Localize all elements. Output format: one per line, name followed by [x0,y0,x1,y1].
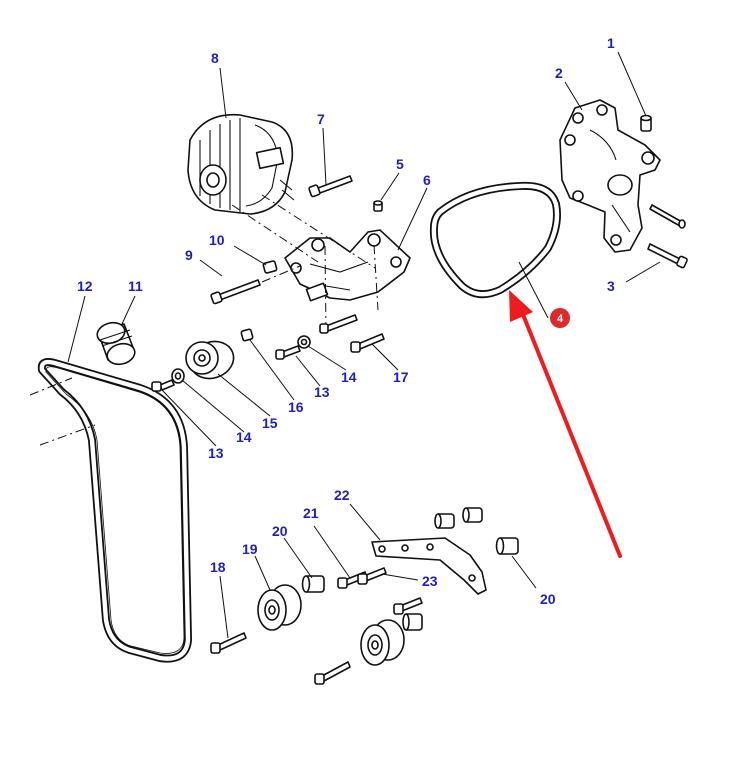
idler-bracket-22 [371,537,487,595]
bushing-20-left [301,575,325,593]
bolt-lower-right [393,597,423,615]
bolt-1 [640,114,652,132]
bushing-top-1 [434,513,455,529]
highlight-badge: 4 [550,308,570,328]
callout-22: 22 [334,487,350,503]
highlight-arrow [509,290,622,558]
callout-1: 1 [607,35,615,51]
bushing-20-right [495,537,519,555]
bolt-tensioner-upper [649,204,686,229]
bolt-3 [647,243,688,269]
callout-21: 21 [303,505,319,521]
callout-9: 9 [185,247,193,263]
callout-13-center: 13 [314,384,330,400]
callout-23: 23 [422,573,438,589]
callout-7: 7 [317,111,325,127]
callout-19: 19 [242,541,258,557]
highlight-arrow-head [509,290,533,322]
highlight-badge-label: 4 [557,313,564,325]
bolt-18 [210,632,247,654]
callout-12: 12 [77,278,93,294]
callout-3: 3 [607,278,615,294]
bolt-23 [357,567,387,585]
alternator [187,113,295,215]
callout-numbers: 1 2 3 5 6 7 8 9 10 11 12 13 13 14 14 15 … [77,35,615,607]
bolt-lower [314,661,351,685]
washer-14-left [171,368,185,384]
bushing-lower [402,613,423,631]
idler-pulley-19 [257,584,302,631]
centerline-belt-12 [29,377,73,396]
bolt-center-upper [319,314,358,334]
spacer-10 [262,260,278,274]
callout-11: 11 [128,278,143,294]
alternator-bracket [284,229,411,302]
callout-13-left: 13 [208,445,224,461]
tensioner-bracket [559,99,661,253]
washer-14-center [297,335,311,349]
callout-20-left: 20 [272,523,288,539]
callout-6: 6 [423,172,431,188]
callout-8: 8 [211,50,219,66]
centerline-alternator-bracket [231,194,379,331]
callout-18: 18 [210,559,226,575]
bolt-7 [308,175,353,198]
highlight-arrow-shaft [520,310,622,558]
bushing-top-2 [462,507,483,523]
bolt-17 [350,333,385,353]
callout-20-right: 20 [540,591,556,607]
leader-lines [67,51,661,639]
bolt-9 [210,279,261,305]
callout-14-left: 14 [236,429,252,445]
callout-17: 17 [393,369,409,385]
callout-16: 16 [288,399,304,415]
callout-2: 2 [555,65,563,81]
highlight-badge-circle [550,308,570,328]
small-drive-belt [429,181,561,299]
idler-pulley-15 [185,340,235,380]
screw-5 [373,200,383,212]
pulley-11 [96,321,136,366]
spacer-16 [240,328,254,342]
callout-5: 5 [396,156,404,172]
idler-pulley-lower [360,619,405,666]
large-drive-belt [37,358,192,663]
centerline-bolt-9 [261,265,301,283]
callout-10: 10 [209,232,225,248]
callout-15: 15 [262,415,278,431]
bolt-13-center [275,345,301,360]
callout-14-center: 14 [341,369,357,385]
bolt-13-left [151,379,175,392]
